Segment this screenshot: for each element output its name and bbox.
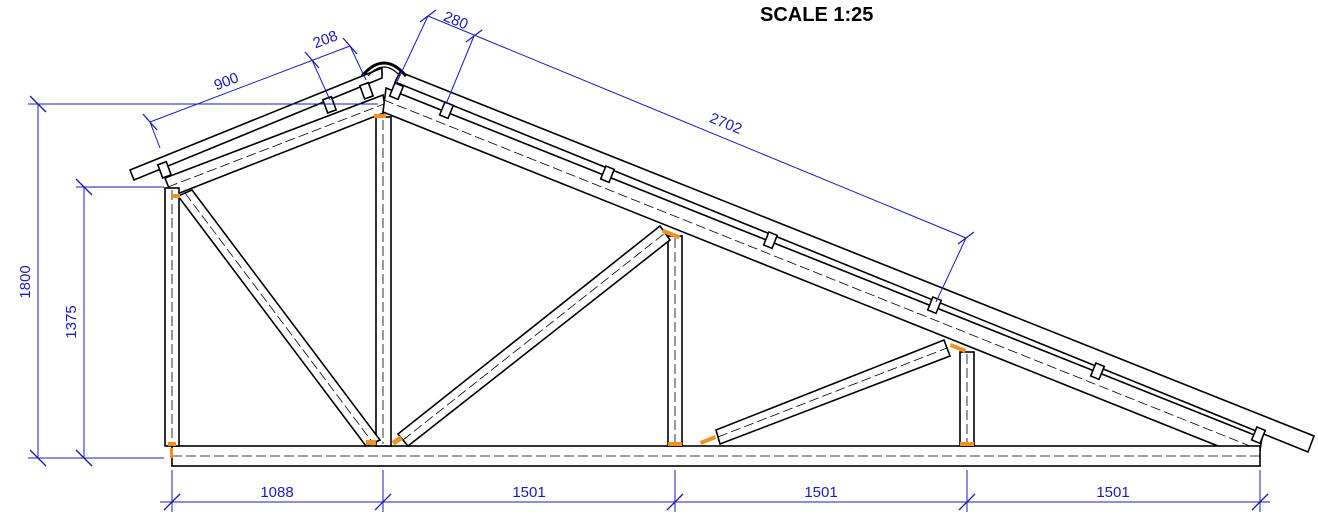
left-rafter-dimension: 900	[212, 69, 241, 94]
diagonal-members	[176, 189, 952, 448]
ridge-cap	[360, 61, 408, 77]
span-dimension-3: 1501	[804, 484, 837, 501]
vertical-members	[164, 116, 975, 447]
ridge-spacing-dimension: 208	[311, 27, 340, 52]
battens	[156, 81, 1267, 445]
top-chords	[163, 86, 1263, 464]
wall-height-dimension: 1375	[63, 305, 80, 338]
right-diagonal	[715, 338, 952, 446]
span-dimension-1: 1088	[260, 484, 293, 501]
center-diagonal	[396, 224, 672, 448]
right-top-chord	[382, 86, 1263, 464]
joint-plates	[168, 114, 974, 458]
right-roof-sheet	[393, 70, 1316, 454]
ridge-batten-dimension: 280	[441, 8, 471, 33]
span-dimension-4: 1501	[1096, 484, 1129, 501]
span-dimension-2: 1501	[512, 484, 545, 501]
king-post	[375, 116, 392, 447]
bottom-chord	[171, 445, 1261, 467]
overall-height-dimension: 1800	[17, 265, 34, 298]
roof-sheeting	[128, 61, 1316, 454]
left-roof-sheet	[128, 66, 383, 182]
scale-title: SCALE 1:25	[760, 4, 874, 26]
